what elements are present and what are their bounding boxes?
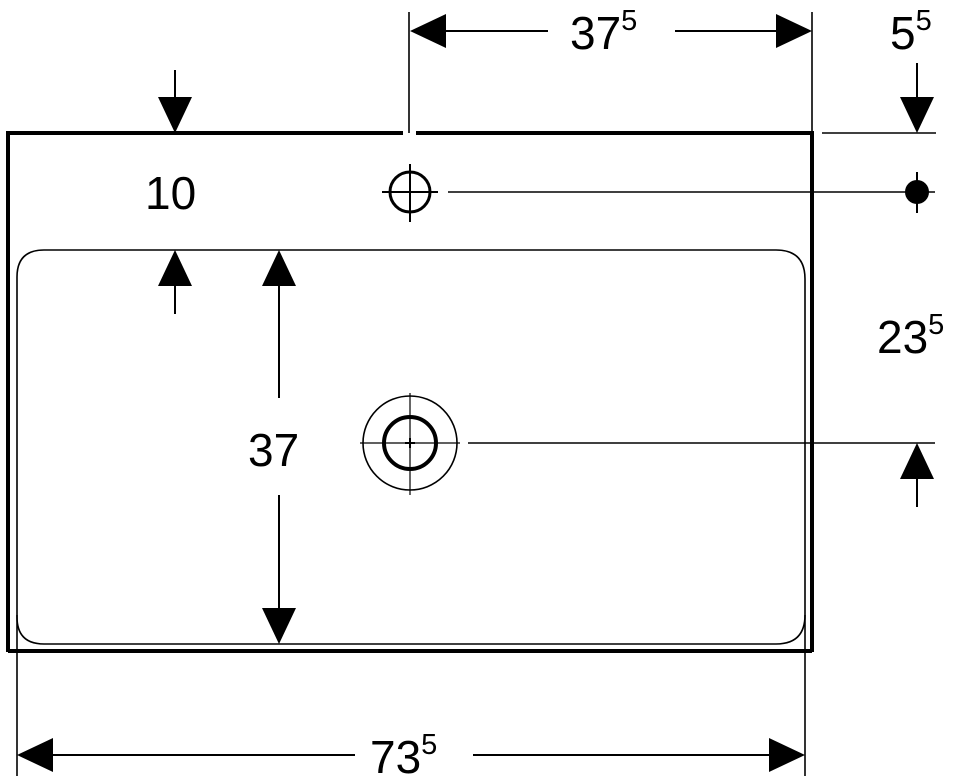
dim-edge-to-tap-axis: 55 <box>822 5 936 134</box>
dim-overall-width-label: 735 <box>370 729 437 776</box>
waste-outlet <box>360 393 460 495</box>
tap-hole <box>382 164 438 222</box>
dim-overall-width: 735 <box>16 615 806 776</box>
dim-tap-hole-offset: 375 <box>408 5 813 133</box>
dim-tap-hole-offset-label: 375 <box>570 5 637 59</box>
dim-rim-depth-label: 10 <box>145 167 196 219</box>
dim-rim-depth: 10 <box>145 70 196 314</box>
dim-tap-to-waste: 235 <box>448 191 944 507</box>
dim-tap-to-waste-label: 235 <box>877 309 944 363</box>
dim-bowl-depth-label: 37 <box>248 424 299 476</box>
dim-edge-to-tap-axis-label: 55 <box>890 5 932 59</box>
inner-bowl-outline <box>16 249 806 645</box>
dim-bowl-depth: 37 <box>248 250 299 644</box>
